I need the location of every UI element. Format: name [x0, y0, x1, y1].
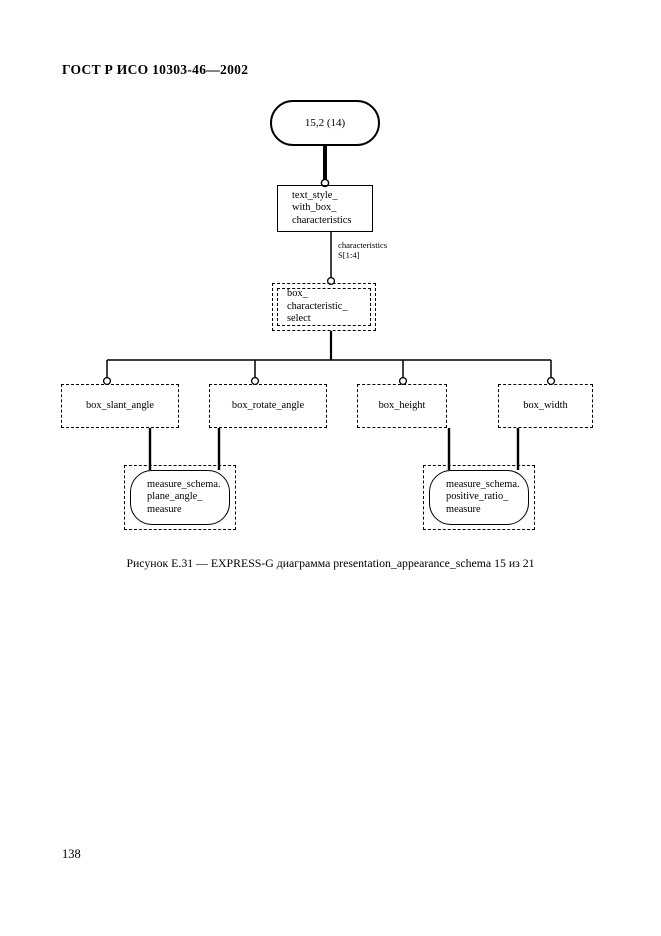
page-number: 138: [62, 847, 81, 861]
node-defined-box-slant-angle[interactable]: box_slant_angle: [61, 384, 179, 428]
node-defined-box-rotate-angle[interactable]: box_rotate_angle: [209, 384, 327, 428]
express-g-diagram: 15,2 (14) text_style_ with_box_ characte…: [61, 100, 593, 530]
node-defined-box-width-label: box_width: [523, 399, 568, 411]
node-external-ref-plane-angle-measure[interactable]: measure_schema. plane_angle_ measure: [124, 465, 236, 530]
node-defined-box-height[interactable]: box_height: [357, 384, 447, 428]
node-external-ref-plane-angle-measure-shape: measure_schema. plane_angle_ measure: [130, 470, 230, 525]
connector-circle-text-style-top: [320, 178, 330, 188]
node-external-ref-plane-angle-measure-label: measure_schema. plane_angle_ measure: [147, 478, 221, 515]
node-defined-box-rotate-angle-label: box_rotate_angle: [231, 399, 305, 411]
edge-label-characteristics: characteristics S[1:4]: [338, 240, 388, 261]
node-select-inner-border: box_ characteristic_ select: [277, 288, 371, 326]
node-external-ref-positive-ratio-measure-shape: measure_schema. positive_ratio_ measure: [429, 470, 529, 525]
diagram-connector-lines: [102, 146, 556, 470]
node-external-ref-positive-ratio-measure[interactable]: measure_schema. positive_ratio_ measure: [423, 465, 535, 530]
node-external-ref-positive-ratio-measure-label: measure_schema. positive_ratio_ measure: [446, 478, 520, 515]
node-entity-text-style-with-box-characteristics[interactable]: text_style_ with_box_ characteristics: [277, 185, 373, 232]
node-select-box-characteristic-select[interactable]: box_ characteristic_ select: [272, 283, 376, 331]
page-header-standard-number: ГОСТ Р ИСО 10303-46—2002: [62, 62, 249, 77]
node-defined-box-width[interactable]: box_width: [498, 384, 593, 428]
node-page-reference[interactable]: 15,2 (14): [270, 100, 380, 146]
node-defined-box-height-label: box_height: [378, 399, 426, 411]
node-entity-label: text_style_ with_box_ characteristics: [292, 189, 352, 226]
figure-caption: Рисунок Е.31 — EXPRESS-G диаграмма prese…: [126, 556, 535, 570]
node-defined-box-slant-angle-label: box_slant_angle: [85, 399, 155, 411]
node-select-label: box_ characteristic_ select: [287, 288, 348, 325]
connector-circle-select-top: [326, 276, 336, 286]
node-page-reference-label: 15,2 (14): [304, 116, 346, 129]
